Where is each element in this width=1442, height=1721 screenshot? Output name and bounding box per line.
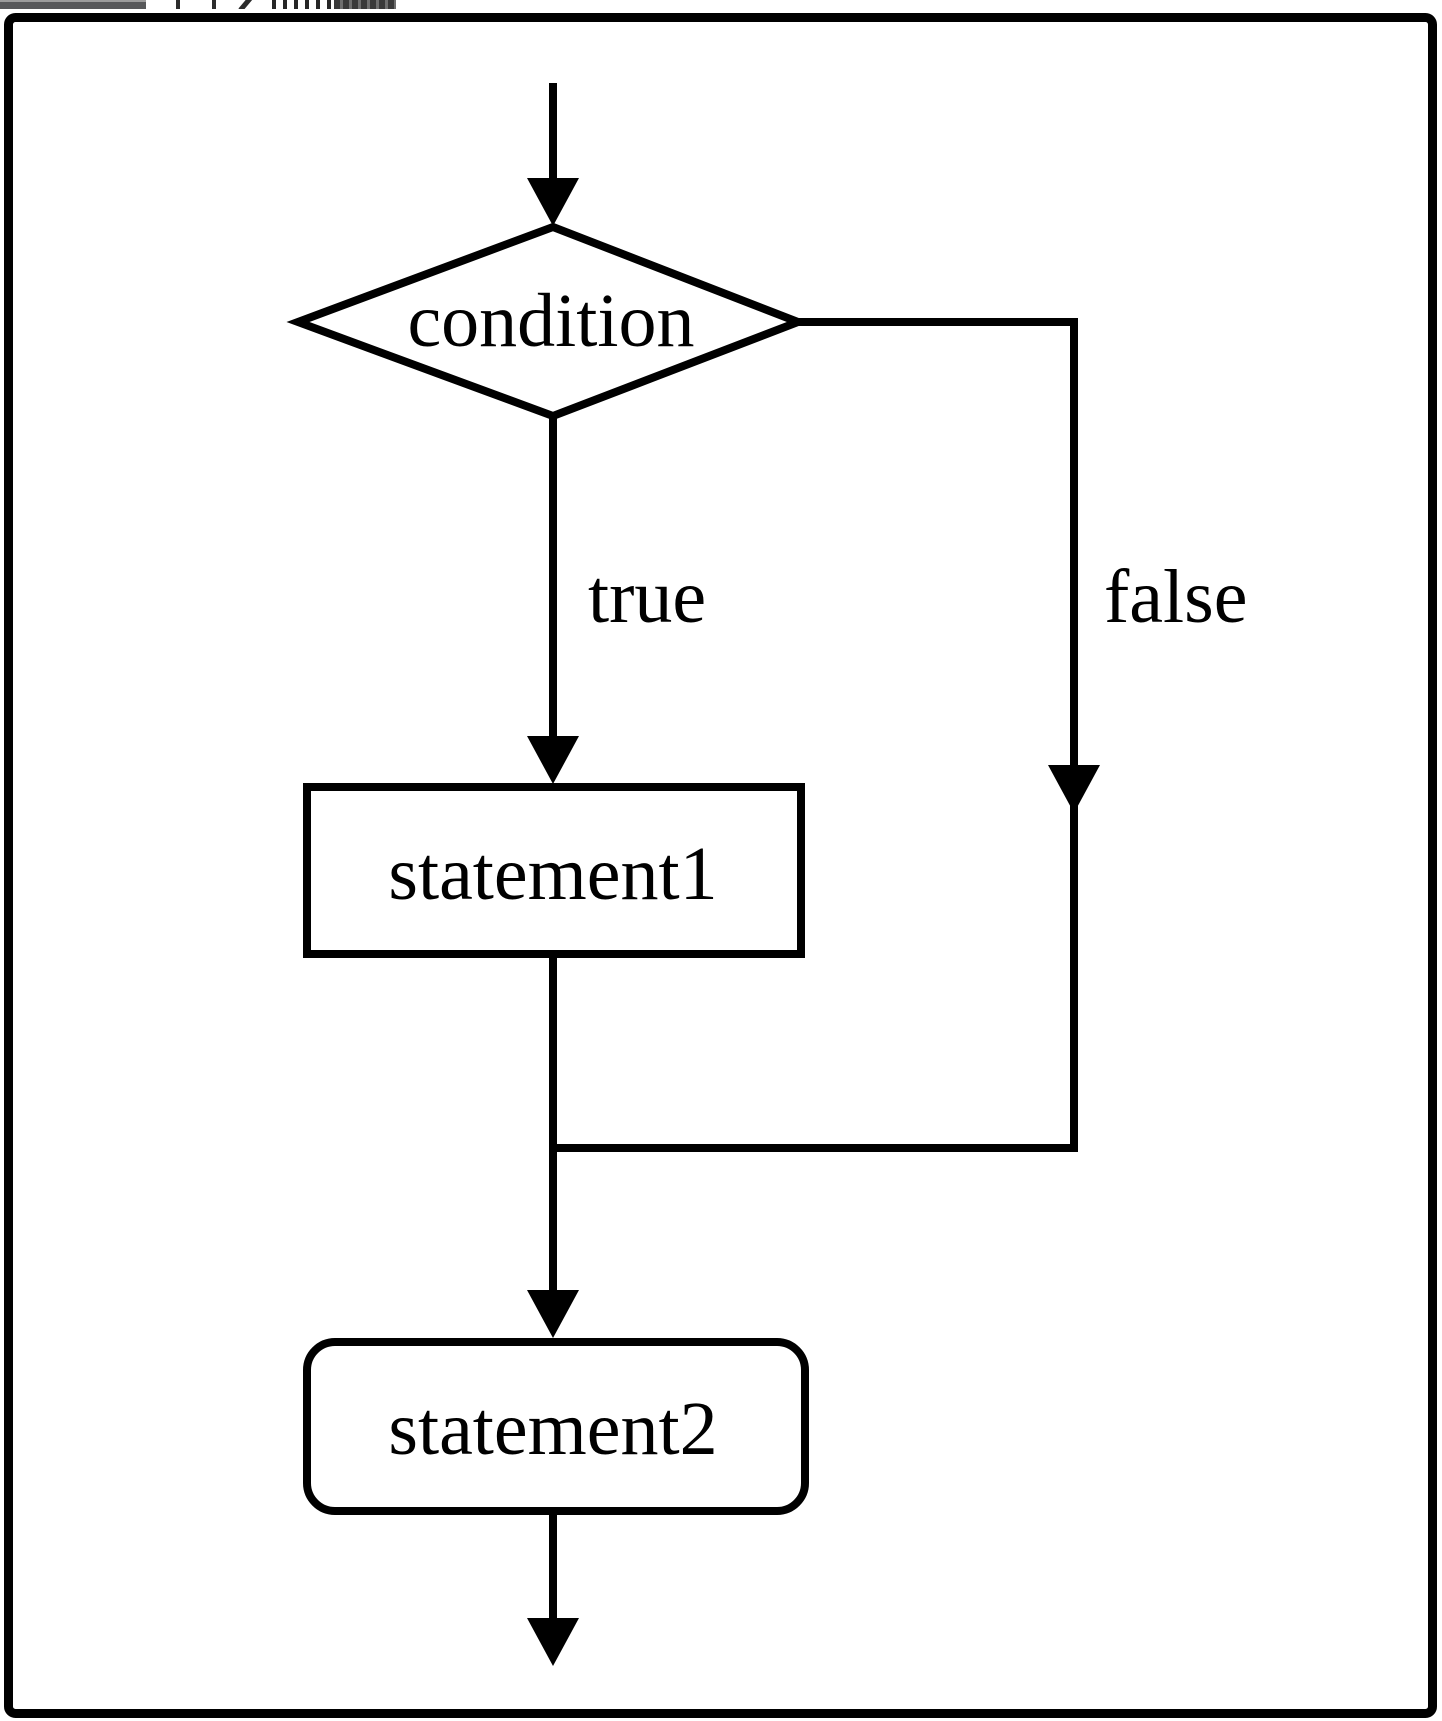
arrowhead-down-icon bbox=[527, 736, 579, 784]
cropped-toolbar-strip bbox=[0, 0, 1442, 9]
edge-false: false bbox=[557, 318, 1247, 1152]
edge-merge bbox=[527, 958, 579, 1338]
node-statement1-label: statement1 bbox=[388, 832, 717, 916]
process-rounded-rect bbox=[303, 1338, 809, 1515]
edge-true: true bbox=[527, 414, 706, 784]
edge-exit bbox=[527, 1515, 579, 1666]
arrowhead-down-icon bbox=[527, 1290, 579, 1338]
edge-label-false: false bbox=[1104, 555, 1247, 639]
node-statement2-label: statement2 bbox=[388, 1387, 717, 1471]
process-rect bbox=[303, 783, 805, 958]
edge-entry bbox=[527, 83, 579, 226]
edge-label-true: true bbox=[588, 555, 706, 639]
figure-border bbox=[4, 13, 1437, 1718]
arrowhead-down-icon bbox=[1048, 765, 1100, 813]
printer-icon[interactable] bbox=[176, 0, 216, 9]
text-buttons-fragment[interactable] bbox=[272, 0, 334, 9]
node-condition-label: condition bbox=[407, 279, 694, 363]
arrowhead-down-icon bbox=[527, 178, 579, 226]
arrowhead-down-icon bbox=[527, 1618, 579, 1666]
node-condition: condition bbox=[286, 222, 810, 421]
edge-false-line bbox=[557, 318, 1078, 1152]
toolbar-panel-fragment bbox=[0, 0, 146, 9]
decision-diamond bbox=[286, 222, 810, 421]
node-statement2: statement2 bbox=[303, 1338, 809, 1515]
node-statement1: statement1 bbox=[303, 783, 805, 958]
highlighted-button-fragment[interactable] bbox=[334, 0, 396, 9]
